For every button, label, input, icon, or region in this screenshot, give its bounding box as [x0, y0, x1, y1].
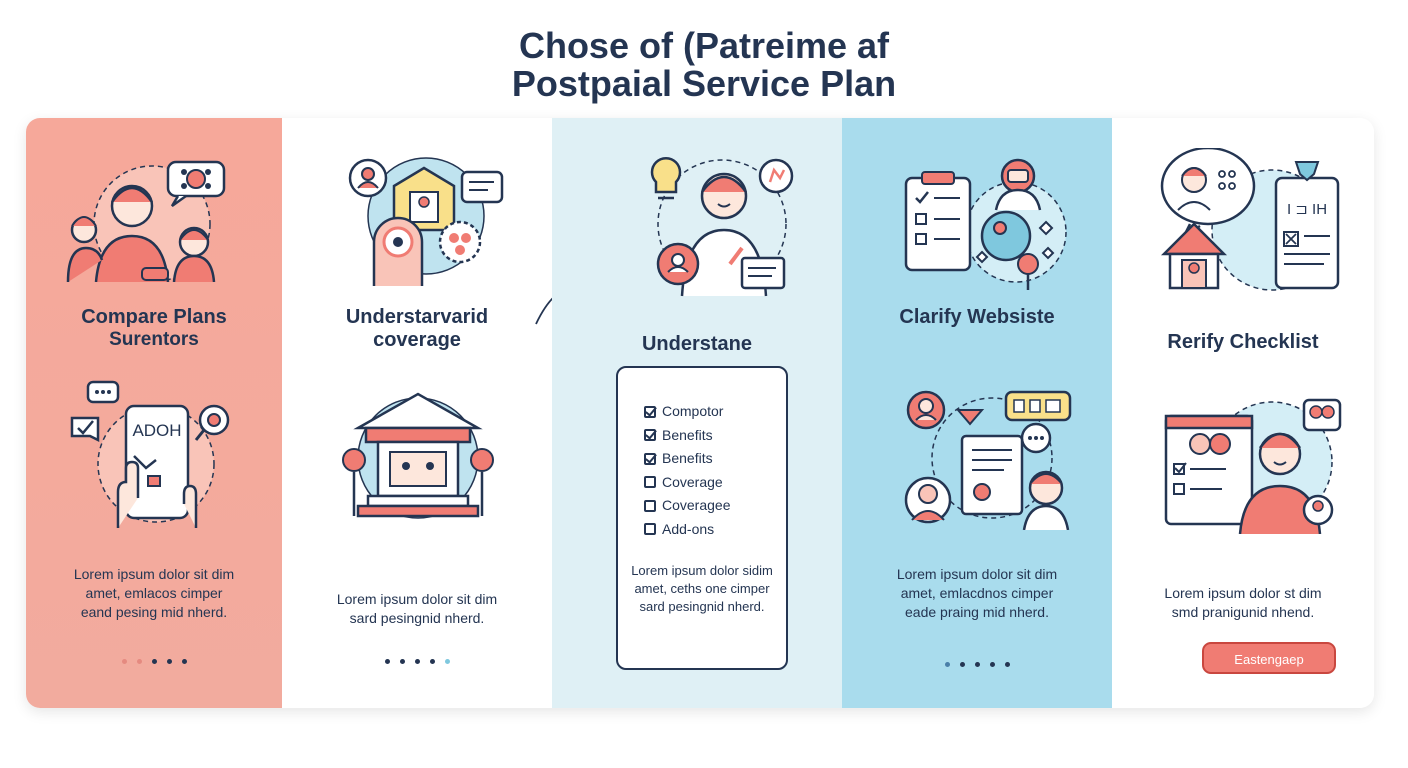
idea-person-icon	[650, 156, 794, 297]
checkbox-empty-icon[interactable]	[644, 476, 656, 489]
coverage-checklist: Compotor Benefits Benefits Coverage Cove…	[644, 400, 731, 541]
page-title-line-1: Chose of (Patreime af	[518, 25, 890, 66]
panel-1-title-line-1: Compare Plans	[81, 306, 227, 328]
panel-1-body-line-2: amet, emlacos cimper	[85, 585, 223, 601]
eastengaep-button[interactable]: Eastengaep	[1202, 642, 1336, 674]
checkbox-empty-icon[interactable]	[644, 523, 656, 536]
checklist-item-benefits[interactable]: Benefits	[644, 424, 731, 448]
checklist-item-benefits-2[interactable]: Benefits	[644, 447, 731, 471]
panel-5-body-line-2: smd pranigunid nhend.	[1171, 604, 1315, 620]
checklist-item-add-ons[interactable]: Add-ons	[644, 518, 731, 542]
panel-3-title: Understane	[641, 333, 753, 355]
pagination-dots	[282, 653, 552, 671]
panel-4-body-line-3: eade praing mid nherd.	[905, 604, 1049, 620]
panel-compare-plans: Compare Plans Surentors ADOH Lorem ipsum…	[26, 118, 282, 708]
panel-understane: Understane Compotor Benefits Benefits Co…	[552, 118, 842, 708]
clipboard-checklist-icon	[904, 158, 1067, 290]
id-card-text: I ⊐ IH	[1287, 201, 1327, 218]
checkbox-empty-icon[interactable]	[644, 499, 656, 512]
panel-understand-coverage: Understarvarid coverage Lorem ipsum dolo…	[282, 118, 600, 708]
checkbox-checked-icon[interactable]	[644, 452, 656, 465]
panel-2-title-line-2: coverage	[373, 329, 461, 351]
document-people-icon	[904, 390, 1072, 530]
panel-clarify-website: Clarify Websiste Lorem ipsum d	[842, 118, 1112, 708]
phone-hand-icon: ADOH	[70, 380, 230, 528]
panel-4-title: Clarify Websiste	[899, 306, 1055, 328]
infographic-board: Compare Plans Surentors ADOH Lorem ipsum…	[26, 118, 1374, 708]
panel-4-body-line-2: amet, emlacdnos cimper	[900, 585, 1054, 601]
bank-building-icon	[342, 392, 494, 519]
checkbox-checked-icon[interactable]	[644, 405, 656, 418]
pagination-dots	[842, 656, 1112, 674]
checkbox-checked-icon[interactable]	[644, 429, 656, 442]
checklist-item-compotor[interactable]: Compotor	[644, 400, 731, 424]
id-card-house-icon: I ⊐ IH	[1160, 148, 1340, 291]
checklist-item-coverage[interactable]: Coverage	[644, 471, 731, 495]
panel-5-body-line-1: Lorem ipsum dolor st dim	[1164, 585, 1322, 601]
panel-1-body-line-3: eand pesing mid nherd.	[80, 604, 228, 620]
people-chat-icon	[66, 160, 226, 282]
card-body-line-3: sard pesingnid nherd.	[639, 599, 765, 614]
pagination-dots	[26, 653, 282, 671]
panel-1-body-line-1: Lorem ipsum dolor sit dim	[73, 566, 235, 582]
panel-1-title-line-2: Surentors	[109, 329, 199, 350]
coverage-checklist-card: Compotor Benefits Benefits Coverage Cove…	[616, 366, 788, 670]
card-body-line-2: amet, ceths one cimper	[634, 581, 770, 596]
panel-2-title-line-1: Understarvarid	[345, 306, 489, 328]
location-pin-icon	[348, 157, 504, 286]
panel-2-body-line-1: Lorem ipsum dolor sit dim	[336, 591, 498, 607]
checklist-item-coveragee[interactable]: Coveragee	[644, 494, 731, 518]
page-title-line-2: Postpaial Service Plan	[511, 63, 897, 104]
card-body-line-1: Lorem ipsum dolor sidim	[631, 563, 773, 578]
panel-2-body-line-2: sard pesingnid nherd.	[349, 610, 485, 626]
panel-4-body-line-1: Lorem ipsum dolor sit dim	[896, 566, 1058, 582]
profile-card-icon	[1164, 398, 1342, 534]
panel-verify-checklist: I ⊐ IH Rerify Checklist	[1112, 118, 1374, 708]
phone-screen-text: ADOH	[132, 421, 181, 440]
panel-5-title: Rerify Checklist	[1167, 331, 1319, 353]
